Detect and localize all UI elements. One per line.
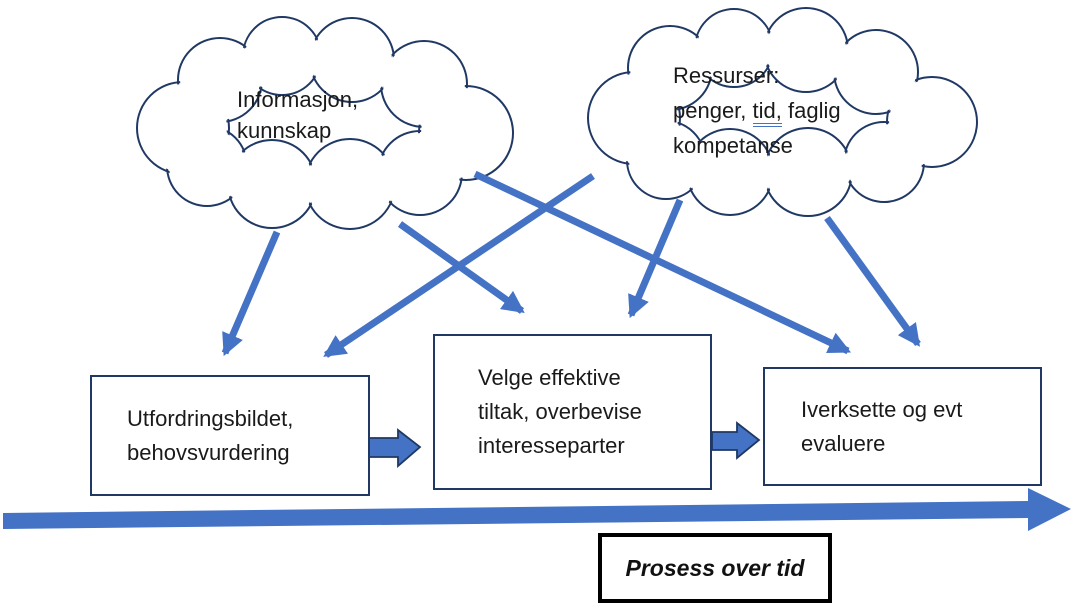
box-velge-tiltak: Velge effektive tiltak, overbevise inter… — [433, 334, 712, 490]
arrow-ressurser-to-iverksette — [824, 215, 921, 347]
box-iverksette-line2: evaluere — [801, 430, 886, 456]
cloud-ressurser-line2-part3: faglig — [781, 98, 841, 123]
cloud-ressurser-text: Ressurser: penger, tid, faglig kompetans… — [673, 58, 841, 163]
cloud-informasjon-shape — [136, 16, 514, 230]
cloud-informasjon-line2: kunnskap — [237, 118, 332, 143]
arrow-ressurser-to-utfordringsbildet — [323, 173, 595, 358]
process-over-time-label: Prosess over tid — [625, 554, 805, 581]
box-velge-tiltak-line3: interesseparter — [478, 433, 625, 458]
box-utfordringsbildet-line1: Utfordringsbildet, — [127, 405, 294, 431]
cloud-informasjon-line1: Informasjon, — [237, 87, 359, 112]
cloud-informasjon-text: Informasjon, kunnskap — [237, 84, 358, 146]
arrow-informasjon-to-utfordringsbildet — [221, 230, 281, 357]
cloud-ressurser-shape — [587, 7, 978, 217]
arrow-informasjon-to-iverksette — [473, 170, 852, 355]
cloud-ressurser-line3: kompetanse — [673, 133, 793, 158]
cloud-ressurser-line2-part1: penger, — [673, 98, 753, 123]
box-iverksette-line1: Iverksette og evt — [801, 396, 963, 422]
box-iverksette: Iverksette og evt evaluere — [763, 367, 1042, 486]
box-velge-tiltak-line1: Velge effektive — [478, 365, 621, 390]
process-over-time-label-box: Prosess over tid — [598, 533, 832, 603]
block-arrow-1 — [367, 428, 422, 468]
cloud-ressurser-tid-underlined: tid, — [752, 98, 782, 127]
block-arrow-2 — [711, 421, 761, 460]
box-utfordringsbildet-line2: behovsvurdering — [127, 439, 290, 465]
box-utfordringsbildet: Utfordringsbildet, behovsvurdering — [90, 375, 370, 496]
cloud-ressurser-line1: Ressurser: — [673, 63, 780, 88]
box-velge-tiltak-line2: tiltak, overbevise — [478, 399, 642, 424]
process-timeline-arrow — [3, 488, 1071, 531]
cloud-ressurser-line2: penger, tid, faglig — [673, 93, 841, 128]
arrow-ressurser-to-velge — [627, 198, 684, 319]
